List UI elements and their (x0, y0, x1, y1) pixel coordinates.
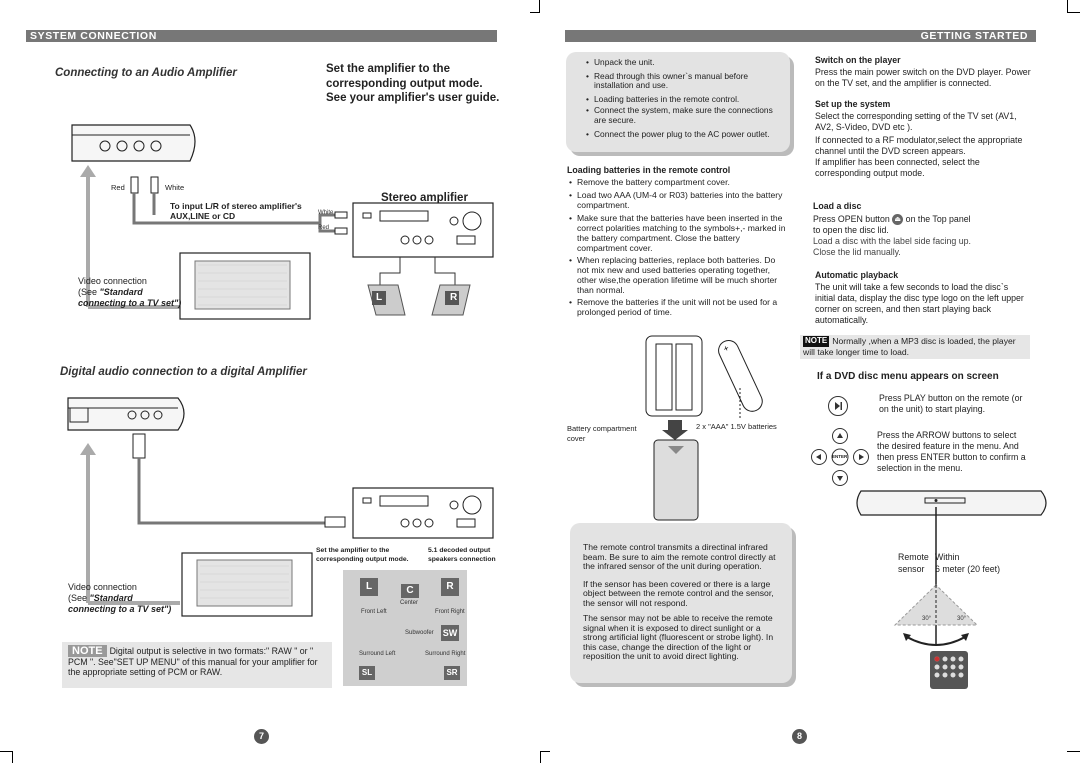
loading-item: Remove the batteries if the unit will no… (567, 297, 787, 317)
angle-right-label: 30° (957, 616, 967, 622)
speaker-c-icon: C (401, 584, 419, 598)
loading-item: When replacing batteries, replace both b… (567, 255, 787, 295)
set-amp-small: Set the amplifier to the corresponding o… (316, 547, 409, 563)
left-banner-title: SYSTEM CONNECTION (30, 30, 157, 42)
video2-line2: (See (68, 593, 90, 603)
battery-cover-label: Battery compartment cover (567, 424, 637, 443)
load-text-4: Close the lid manually. (813, 247, 901, 258)
loading-item: Load two AAA (UM-4 or R03) batteries int… (567, 190, 787, 210)
play-text: Press PLAY button on the remote (or on t… (879, 393, 1023, 414)
setup-text-3: If amplifier has been connected, select … (815, 157, 980, 178)
enter-label: ENTER (832, 454, 848, 459)
note-label-right: NOTE (803, 336, 830, 347)
digital-connection-diagram (67, 397, 494, 617)
auto-heading: Automatic playback (815, 270, 899, 280)
switch-on-section: Switch on the player Press the main powe… (815, 55, 1035, 89)
checklist-item: Read through this owner`s manual before … (584, 71, 782, 91)
dvd-menu-heading: If a DVD disc menu appears on screen (817, 371, 999, 382)
right-banner-title: GETTING STARTED (920, 30, 1028, 42)
speaker-sw-icon: SW (441, 625, 459, 641)
batteries-label: 2 x "AAA" 1.5V batteries (696, 422, 777, 431)
remote-para-3: The sensor may not be able to receive th… (583, 613, 774, 661)
red-label: Red (111, 183, 125, 192)
surround-right-label: Surround Right (425, 651, 466, 657)
svg-text:+: + (722, 343, 731, 354)
video-connection-1: Video connection (See "Standard connecti… (78, 276, 188, 309)
note-text-right: Normally ,when a MP3 disc is loaded, the… (803, 336, 1016, 357)
white-label: White (165, 183, 185, 192)
switch-heading: Switch on the player (815, 55, 901, 65)
audio-connection-diagram (71, 124, 494, 320)
video1-em: "Standard connecting to a TV set") (78, 287, 182, 308)
arrow-text: Press the ARROW buttons to select the de… (877, 430, 1026, 473)
checklist-item: Connect the system, make sure the connec… (584, 105, 782, 125)
center-label: Center (400, 600, 419, 606)
battery-illustration: + (645, 335, 763, 521)
stereo-amp-label: Stereo amplifier (381, 192, 468, 204)
speaker-l-label: L (376, 292, 383, 303)
left-page-banner: SYSTEM CONNECTION (26, 30, 497, 42)
to-input-label: To input L/R of stereo amplifier's AUX,L… (170, 201, 302, 221)
speaker-sr-icon: SR (444, 666, 460, 680)
set-amp-note: Set the amplifier to the corresponding o… (326, 63, 500, 104)
remote-para-1: The remote control transmits a directina… (583, 542, 776, 571)
switch-text: Press the main power switch on the DVD p… (815, 67, 1031, 88)
surround-left-label: Surround Left (359, 651, 396, 657)
mp3-note-box: NOTE Normally ,when a MP3 disc is loaded… (800, 335, 1030, 359)
video1-line1: Video connection (78, 276, 147, 286)
load-disc-section: Load a disc Press OPEN button ⏏ on the T… (813, 201, 1033, 258)
setup-section: Set up the system Select the correspondi… (815, 99, 1035, 179)
note-text-left: Digital output is selective in two forma… (68, 646, 318, 678)
auto-playback-section: Automatic playback The unit will take a … (815, 270, 1030, 326)
remote-info-box: The remote control transmits a directina… (570, 523, 792, 683)
subwoofer-label: Subwoofer (405, 630, 434, 636)
angle-left-label: 30° (922, 616, 932, 622)
loading-item: Make sure that the batteries have been i… (567, 213, 787, 253)
video2-em: "Standard connecting to a TV set") (68, 593, 172, 614)
loading-batteries-heading: Loading batteries in the remote control (567, 165, 731, 175)
video-connection-2: Video connection (See "Standard connecti… (68, 582, 183, 615)
setup-text-2: If connected to a RF modulator,select th… (815, 135, 1023, 156)
loading-item: Remove the battery compartment cover. (567, 177, 787, 187)
red-small-label: Red (318, 225, 330, 231)
digital-heading: Digital audio connection to a digital Am… (60, 366, 307, 378)
loading-batteries-list: Remove the battery compartment cover. Lo… (567, 177, 787, 320)
eject-icon: ⏏ (892, 214, 904, 226)
speaker-sl-icon: SL (359, 666, 375, 680)
speaker-r-label: R (450, 292, 458, 303)
front-left-label: Front Left (361, 609, 387, 615)
play-button-icon (828, 396, 848, 416)
sensor-diagram (856, 490, 1047, 689)
load-text-1: Press OPEN button (813, 214, 890, 224)
remote-sensor-label: Remote sensor (898, 552, 929, 574)
checklist-box: Unpack the unit. Read through this owner… (566, 52, 790, 152)
note-label-left: NOTE (68, 645, 107, 657)
speaker-l-icon: L (360, 578, 378, 596)
speaker-layout-box: L C R Front Left Center Front Right Subw… (343, 570, 467, 686)
load-text-2: to open the disc lid. (813, 225, 889, 236)
right-page-banner: GETTING STARTED (565, 30, 1036, 42)
decoded-label: 5.1 decoded output speakers connection (428, 547, 496, 563)
load-heading: Load a disc (813, 201, 862, 211)
video1-line2: (See (78, 287, 100, 297)
page-number-7: 7 (254, 729, 269, 744)
white-small-label: White (318, 210, 334, 216)
setup-heading: Set up the system (815, 99, 891, 109)
video2-line1: Video connection (68, 582, 137, 592)
load-text-3: Load a disc with the label side facing u… (813, 236, 971, 247)
page-number-8: 8 (792, 729, 807, 744)
audio-amp-heading: Connecting to an Audio Amplifier (55, 67, 237, 79)
auto-text: The unit will take a few seconds to load… (815, 282, 1024, 325)
setup-text-1: Select the corresponding setting of the … (815, 111, 1017, 132)
within-label: Within 6 meter (20 feet) (935, 552, 1001, 574)
arrow-buttons-icon (811, 428, 869, 486)
remote-para-2: If the sensor has been covered or there … (583, 578, 774, 608)
checklist-item: Unpack the unit. (584, 57, 782, 68)
speaker-r-icon: R (441, 578, 459, 596)
checklist-item: Connect the power plug to the AC power o… (584, 129, 782, 140)
front-right-label: Front Right (435, 609, 465, 615)
checklist-item: Loading batteries in the remote control. (584, 94, 782, 105)
load-text-1b: on the Top panel (905, 214, 971, 224)
